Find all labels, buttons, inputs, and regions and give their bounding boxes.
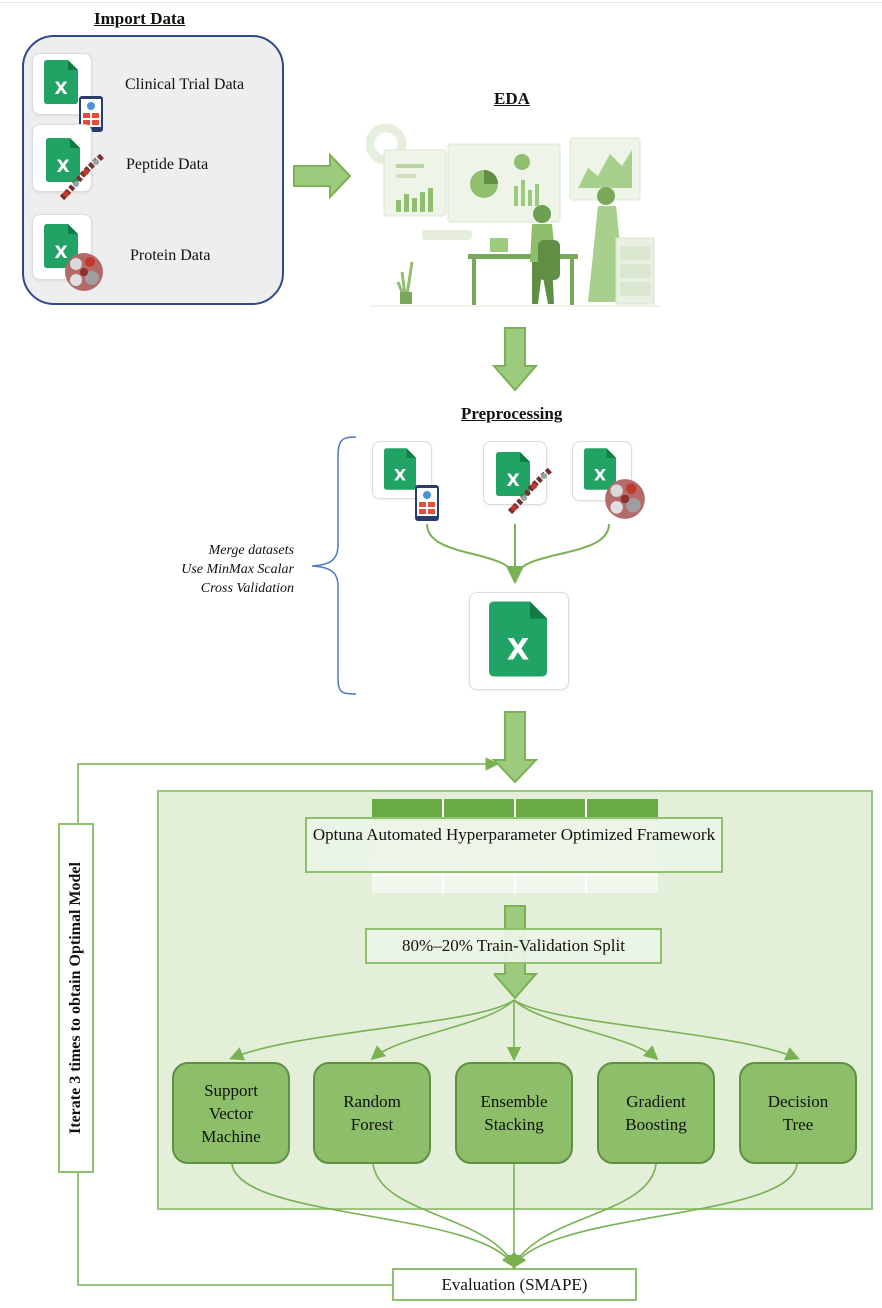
- svg-text:X: X: [56, 157, 69, 177]
- model-label-gradient-boosting: Gradient Boosting: [625, 1092, 687, 1134]
- svg-text:X: X: [394, 465, 407, 484]
- eda-title: EDA: [494, 89, 530, 108]
- optuna-label: Optuna Automated Hyperparameter Optimize…: [312, 825, 716, 844]
- iterate-box: Iterate 3 times to obtain Optimal Model: [58, 823, 94, 1173]
- excel-icon: X: [489, 601, 547, 677]
- train-validation-split-box: 80%–20% Train-Validation Split: [365, 928, 662, 964]
- import-title: Import Data: [94, 9, 186, 28]
- arrow-eda-to-preprocessing: [491, 327, 539, 392]
- excel-icon: X: [44, 60, 78, 104]
- model-svm: Support Vector Machine: [172, 1062, 290, 1164]
- excel-icon: X: [584, 448, 616, 490]
- excel-icon: X: [496, 452, 530, 496]
- model-ensemble-stacking: Ensemble Stacking: [455, 1062, 573, 1164]
- protein-structure-icon: [605, 479, 645, 519]
- clinical-trial-phone-icon: [415, 485, 439, 521]
- clinical-trial-phone-icon: [79, 96, 103, 132]
- source-label-protein: Protein Data: [130, 247, 211, 264]
- evaluation-box: Evaluation (SMAPE): [392, 1268, 637, 1301]
- optuna-framework-box: Optuna Automated Hyperparameter Optimize…: [305, 817, 723, 873]
- svg-text:X: X: [506, 471, 519, 491]
- top-rule: [0, 2, 882, 3]
- preprocessing-note-merge: Merge datasets: [208, 543, 294, 558]
- model-label-ensemble-stacking: Ensemble Stacking: [480, 1092, 548, 1134]
- svg-text:X: X: [54, 243, 67, 263]
- model-label-decision-tree: Decision Tree: [767, 1092, 829, 1134]
- svg-text:X: X: [507, 632, 529, 666]
- preprocessing-title: Preprocessing: [461, 404, 563, 423]
- split-label: 80%–20% Train-Validation Split: [402, 936, 625, 955]
- svg-text:X: X: [54, 79, 67, 99]
- model-random-forest: Random Forest: [313, 1062, 431, 1164]
- excel-icon: X: [384, 448, 416, 490]
- source-label-peptide: Peptide Data: [126, 156, 209, 173]
- model-gradient-boosting: Gradient Boosting: [597, 1062, 715, 1164]
- evaluation-label: Evaluation (SMAPE): [441, 1275, 588, 1294]
- excel-icon: X: [44, 224, 78, 268]
- arrow-preprocessing-to-model: [491, 711, 539, 784]
- preprocessing-note-minmax: Use MinMax Scalar: [181, 562, 294, 577]
- model-decision-tree: Decision Tree: [739, 1062, 857, 1164]
- merge-curve-right: [506, 523, 610, 584]
- peptide-molecule-icon: [59, 153, 104, 201]
- preprocessing-bracket: [311, 436, 357, 695]
- arrow-import-to-eda: [293, 152, 352, 200]
- peptide-molecule-icon: [507, 467, 552, 515]
- svg-text:X: X: [594, 465, 607, 484]
- source-label-clinical: Clinical Trial Data: [125, 76, 245, 93]
- eda-illustration: [366, 123, 660, 307]
- model-label-svm: Support Vector Machine: [201, 1080, 261, 1146]
- protein-structure-icon: [65, 253, 103, 291]
- preprocessing-note-cv: Cross Validation: [200, 581, 294, 596]
- excel-icon: X: [46, 138, 80, 182]
- iterate-label: Iterate 3 times to obtain Optimal Model: [67, 862, 84, 1134]
- model-label-random-forest: Random Forest: [343, 1092, 401, 1134]
